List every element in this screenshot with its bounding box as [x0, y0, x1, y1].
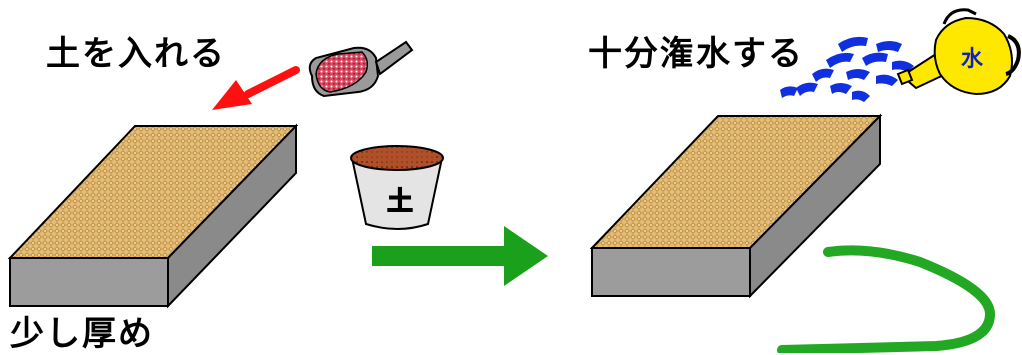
box-side-left [167, 123, 297, 309]
green-arrow [372, 226, 548, 286]
hose [777, 245, 995, 353]
box-front-right [591, 247, 751, 297]
label-add-soil: 土を入れる [46, 34, 226, 74]
label-water-thoroughly: 十分潅水する [588, 34, 804, 74]
box-side-right [749, 113, 881, 299]
scoop-icon [308, 40, 414, 98]
box-front-left [9, 257, 169, 307]
red-arrow [212, 66, 300, 110]
watering-can-icon [896, 8, 1021, 96]
soil-bucket [350, 145, 444, 230]
soil-box-left [7, 123, 299, 309]
soil-box-right [589, 113, 883, 299]
watering-can-label: 水 [961, 47, 984, 72]
label-slightly-thick: 少し厚め [10, 314, 154, 354]
bucket-label: 土 [387, 187, 413, 217]
